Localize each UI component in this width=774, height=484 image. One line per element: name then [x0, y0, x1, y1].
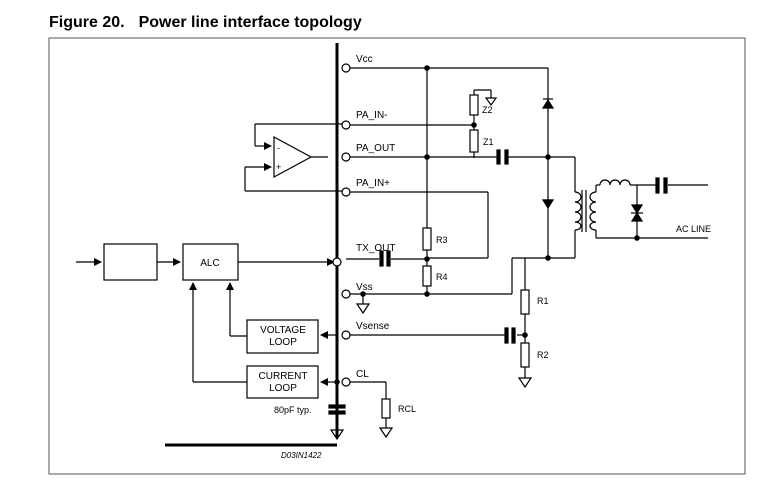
label-pa-in-plus: PA_IN+	[356, 178, 390, 189]
label-cap-note: 80pF typ.	[274, 405, 312, 415]
svg-text:+: +	[276, 162, 281, 172]
pin-cl	[341, 377, 351, 387]
figure-caption: Power line interface topology	[138, 14, 362, 31]
pin-pa-in-minus	[341, 120, 351, 130]
pin-tx-out	[332, 257, 342, 267]
pin-vss	[341, 289, 351, 299]
tx-out-capacitor	[379, 250, 384, 267]
voltage-loop-label-2: LOOP	[269, 337, 297, 348]
transformer-secondary	[589, 191, 597, 231]
label-vcc: Vcc	[356, 54, 373, 65]
tvs-diode	[630, 204, 644, 215]
junction-dot	[424, 65, 430, 71]
rcl-ground-symbol	[378, 427, 394, 439]
alc-label: ALC	[200, 258, 219, 269]
pin-pa-in-plus	[341, 187, 351, 197]
vss-ground-symbol	[355, 303, 371, 315]
figure-title: Figure 20. Power line interface topology	[49, 14, 362, 32]
line-inductor	[599, 179, 631, 186]
r4-resistor	[422, 265, 432, 287]
label-tx-out: TX_OUT	[356, 243, 395, 254]
transformer-primary	[574, 191, 582, 231]
label-rcl: RCL	[398, 404, 416, 414]
cl-ground-symbol	[329, 429, 345, 441]
upper-diode	[541, 98, 555, 109]
svg-text:-: -	[277, 143, 280, 153]
vsense-capacitor	[504, 327, 509, 344]
label-r2: R2	[537, 350, 549, 360]
rcl-resistor	[381, 398, 391, 419]
z1-zener	[469, 129, 479, 153]
input-block	[103, 243, 158, 281]
pin-vcc	[341, 63, 351, 73]
r2-ground-symbol	[517, 377, 533, 389]
current-loop-label-2: LOOP	[269, 383, 297, 394]
label-r3: R3	[436, 235, 448, 245]
label-pa-in-minus: PA_IN-	[356, 110, 388, 121]
current-loop-label-1: CURRENT	[259, 371, 308, 382]
label-ac-line: AC LINE	[676, 224, 711, 234]
figure-number: Figure 20.	[49, 14, 125, 31]
label-cl: CL	[356, 369, 369, 380]
label-r4: R4	[436, 272, 448, 282]
z2-zener	[469, 94, 479, 116]
label-r1: R1	[537, 296, 549, 306]
cl-capacitor	[328, 404, 346, 409]
lower-diode	[541, 199, 555, 210]
op-amp-triangle	[273, 135, 313, 179]
r2-resistor	[520, 342, 530, 368]
r3-resistor	[422, 227, 432, 251]
label-pa-out: PA_OUT	[356, 143, 395, 154]
r1-resistor	[520, 289, 530, 315]
voltage-loop-label-1: VOLTAGE	[260, 325, 306, 336]
pin-vsense	[341, 330, 351, 340]
label-vsense: Vsense	[356, 321, 390, 332]
line-capacitor	[655, 177, 660, 194]
pa-out-capacitor	[496, 149, 501, 165]
z2-ground-symbol	[484, 97, 498, 107]
pin-pa-out	[341, 152, 351, 162]
label-vss: Vss	[356, 282, 373, 293]
label-z1: Z1	[483, 137, 494, 147]
figure-code: D03IN1422	[281, 451, 322, 460]
label-z2: Z2	[482, 105, 493, 115]
figure-frame	[48, 37, 746, 475]
